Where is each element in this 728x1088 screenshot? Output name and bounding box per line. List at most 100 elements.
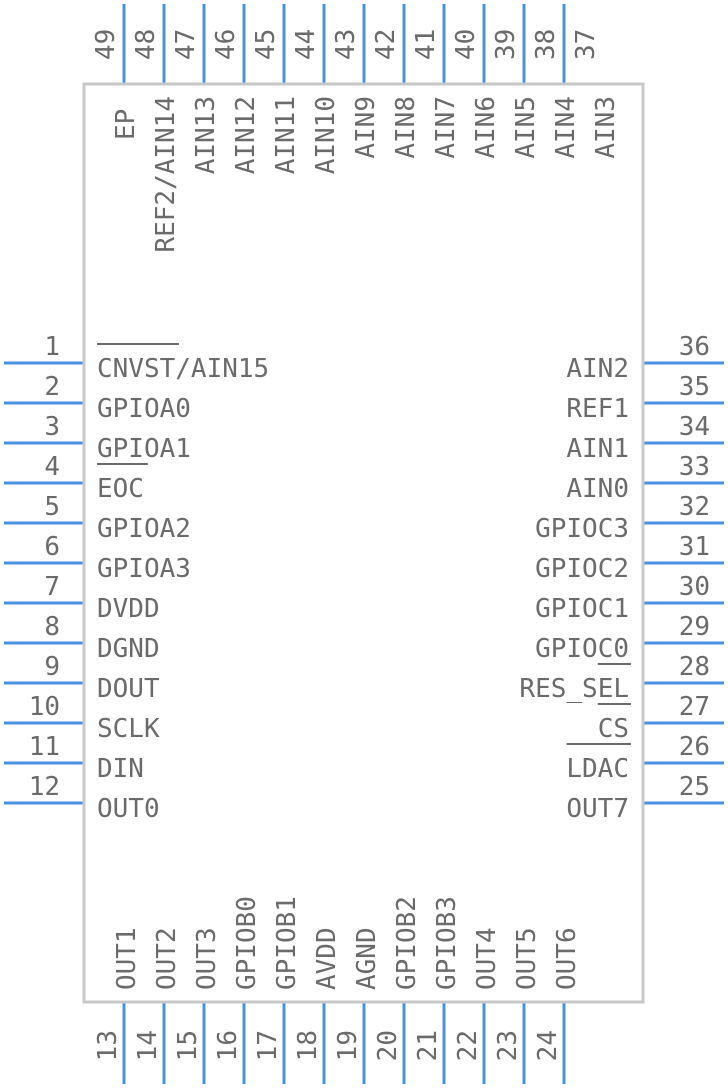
pin-26-name: LDAC — [566, 754, 629, 784]
pin-22-number: 22 — [453, 1030, 483, 1061]
pin-8-number: 8 — [44, 612, 60, 642]
pin-7-number: 7 — [44, 572, 60, 602]
pin-47-number: 47 — [171, 29, 201, 60]
pin-40-name: AIN6 — [471, 96, 501, 159]
pin-19-name: AGND — [352, 927, 382, 990]
pin-14-name: OUT2 — [152, 927, 182, 990]
pin-29-name: GPIOC0 — [535, 634, 629, 664]
ic-body — [82, 82, 645, 1004]
pin-25-name: OUT7 — [566, 794, 629, 824]
pin-26-number: 26 — [679, 732, 710, 762]
pin-9-number: 9 — [44, 652, 60, 682]
pin-30-name: GPIOC1 — [535, 594, 629, 624]
pin-27-number: 27 — [679, 692, 710, 722]
pin-13-number: 13 — [93, 1030, 123, 1061]
pin-42-number: 42 — [371, 29, 401, 60]
pin-36-name: AIN2 — [566, 354, 629, 384]
pin-32-name: GPIOC3 — [535, 514, 629, 544]
pin-24-number: 24 — [533, 1030, 563, 1061]
pin-24-name: OUT6 — [552, 927, 582, 990]
pin-21-number: 21 — [413, 1030, 443, 1061]
pin-16-number: 16 — [213, 1030, 243, 1061]
pin-45-number: 45 — [251, 29, 281, 60]
pin-36-number: 36 — [679, 332, 710, 362]
pin-15-name: OUT3 — [192, 927, 222, 990]
pin-44-number: 44 — [291, 29, 321, 60]
pin-20-number: 20 — [373, 1030, 403, 1061]
pin-13-name: OUT1 — [112, 927, 142, 990]
pin-2-number: 2 — [44, 372, 60, 402]
pin-37-name: AIN3 — [591, 96, 621, 159]
pin-3-name: GPIOA1 — [97, 434, 191, 464]
pin-34-name: AIN1 — [566, 434, 629, 464]
pin-41-number: 41 — [411, 29, 441, 60]
pin-8-name: DGND — [97, 634, 160, 664]
pin-43-name: AIN9 — [351, 96, 381, 159]
pin-29-number: 29 — [679, 612, 710, 642]
pin-11-number: 11 — [29, 732, 60, 762]
pin-14-number: 14 — [133, 1030, 163, 1061]
pin-6-name: GPIOA3 — [97, 554, 191, 584]
pin-10-number: 10 — [29, 692, 60, 722]
pin-1-number: 1 — [44, 332, 60, 362]
pin-34-number: 34 — [679, 412, 710, 442]
pin-12-number: 12 — [29, 772, 60, 802]
pin-5-number: 5 — [44, 492, 60, 522]
pin-28-name: RES_SEL — [519, 674, 629, 704]
pin-40-number: 40 — [451, 29, 481, 60]
pin-38-number: 38 — [531, 29, 561, 60]
pin-6-number: 6 — [44, 532, 60, 562]
pin-25-number: 25 — [679, 772, 710, 802]
pin-7-name: DVDD — [97, 594, 160, 624]
pin-32-number: 32 — [679, 492, 710, 522]
pin-4-number: 4 — [44, 452, 60, 482]
pin-39-number: 39 — [491, 29, 521, 60]
pin-23-name: OUT5 — [512, 927, 542, 990]
pin-19-number: 19 — [333, 1030, 363, 1061]
pin-46-name: AIN12 — [231, 96, 261, 174]
pin-17-number: 17 — [253, 1030, 283, 1061]
pin-16-name: GPIOB0 — [232, 896, 262, 990]
pin-30-number: 30 — [679, 572, 710, 602]
pin-39-name: AIN5 — [511, 96, 541, 159]
pin-49-number: 49 — [91, 29, 121, 60]
pin-4-name: EOC — [97, 474, 144, 504]
pin-2-name: GPIOA0 — [97, 394, 191, 424]
pin-9-name: DOUT — [97, 674, 160, 704]
pin-31-name: GPIOC2 — [535, 554, 629, 584]
pin-5-name: GPIOA2 — [97, 514, 191, 544]
pin-44-name: AIN10 — [311, 96, 341, 174]
pin-18-name: AVDD — [312, 927, 342, 990]
pin-21-name: GPIOB3 — [432, 896, 462, 990]
pin-38-name: AIN4 — [551, 96, 581, 159]
pin-33-number: 33 — [679, 452, 710, 482]
pin-23-number: 23 — [493, 1030, 523, 1061]
pin-1-name: CNVST/AIN15 — [97, 354, 269, 384]
pin-15-number: 15 — [173, 1030, 203, 1061]
pin-45-name: AIN11 — [271, 96, 301, 174]
pins-layer — [4, 4, 724, 1084]
pin-10-name: SCLK — [97, 714, 160, 744]
pin-27-name: CS — [598, 714, 629, 744]
pin-28-number: 28 — [679, 652, 710, 682]
pin-33-name: AIN0 — [566, 474, 629, 504]
labels-layer: 1CNVST/AIN152GPIOA03GPIOA14EOC5GPIOA26GP… — [29, 29, 710, 1062]
pin-22-name: OUT4 — [472, 927, 502, 990]
pin-11-name: DIN — [97, 754, 144, 784]
pin-46-number: 46 — [211, 29, 241, 60]
pin-48-number: 48 — [131, 29, 161, 60]
pin-41-name: AIN7 — [431, 96, 461, 159]
pin-12-name: OUT0 — [97, 794, 160, 824]
pin-48-name: REF2/AIN14 — [151, 96, 181, 253]
pin-3-number: 3 — [44, 412, 60, 442]
pin-35-name: REF1 — [566, 394, 629, 424]
pin-49-name: EP — [111, 109, 141, 140]
pin-31-number: 31 — [679, 532, 710, 562]
pin-42-name: AIN8 — [391, 96, 421, 159]
pin-18-number: 18 — [293, 1030, 323, 1061]
pin-35-number: 35 — [679, 372, 710, 402]
pin-43-number: 43 — [331, 29, 361, 60]
pin-17-name: GPIOB1 — [272, 896, 302, 990]
pin-47-name: AIN13 — [191, 96, 221, 174]
